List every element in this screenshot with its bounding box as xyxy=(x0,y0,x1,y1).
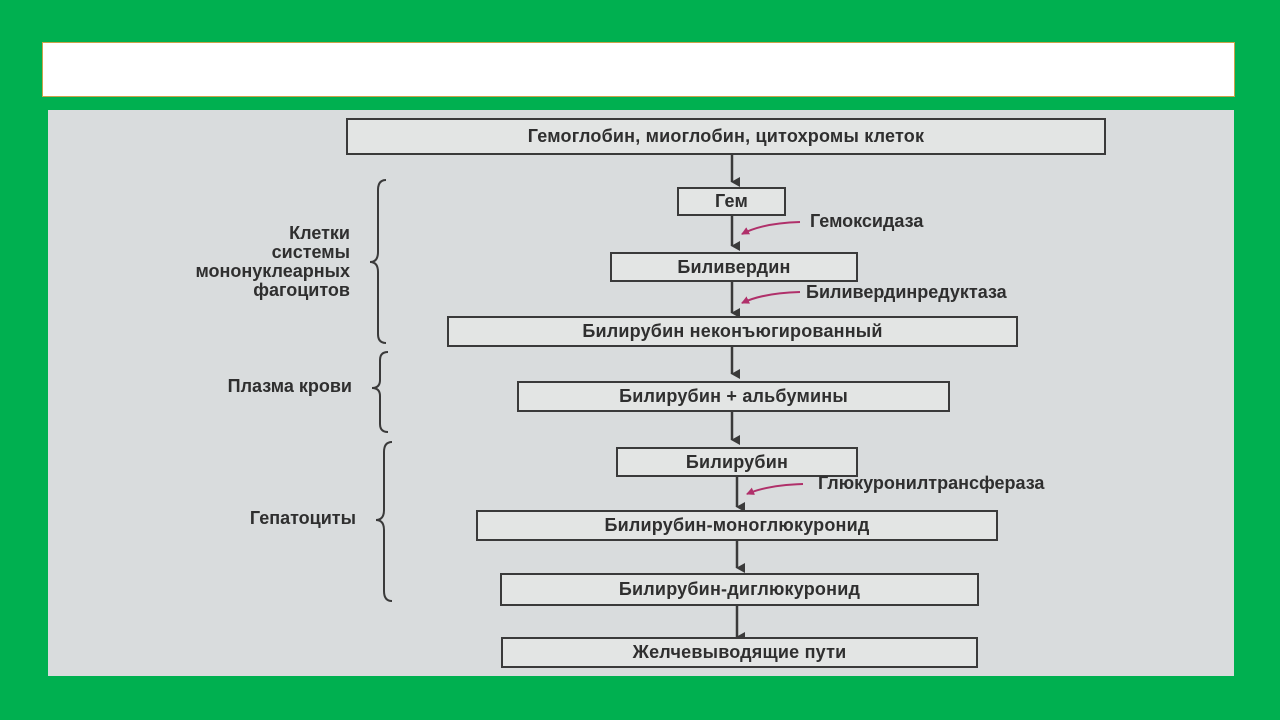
region-phagocytes-line-2: системы xyxy=(271,242,350,262)
diagram-connectors xyxy=(369,155,804,642)
region-phagocytes-line-1: Клетки xyxy=(289,223,350,243)
brace-plasma xyxy=(371,351,389,433)
region-hepatocytes-line-1: Гепатоциты xyxy=(249,508,356,528)
enzyme-hemoxidase: Гемоксидаза xyxy=(810,211,924,231)
slide-title-bar xyxy=(42,42,1235,97)
brace-phagocytes xyxy=(369,179,387,344)
region-plasma-line-1: Плазма крови xyxy=(227,376,352,396)
node-heme: Гем xyxy=(677,187,786,216)
node-bilirubin: Билирубин xyxy=(616,447,858,477)
brace-hepatocytes xyxy=(375,441,393,602)
node-bilirubin-albumin: Билирубин + альбумины xyxy=(517,381,950,412)
region-plasma: Плазма крови xyxy=(54,377,352,396)
enzyme-glucuronyltransferase: Глюкуронилтрансфераза xyxy=(818,473,1045,493)
node-unconjugated-bilirubin: Билирубин неконъюгированный xyxy=(447,316,1018,347)
region-phagocytes-line-4: фагоцитов xyxy=(253,280,350,300)
region-phagocytes-line-3: мононуклеарных xyxy=(195,261,350,281)
node-bile-ducts: Желчевыводящие пути xyxy=(501,637,978,668)
region-hepatocytes: Гепатоциты xyxy=(54,509,356,528)
node-biliverdin: Биливердин xyxy=(610,252,858,282)
node-bilirubin-monoglucuronide: Билирубин-моноглюкуронид xyxy=(476,510,998,541)
node-bilirubin-diglucuronide: Билирубин-диглюкуронид xyxy=(500,573,979,606)
enzyme-biliverdinreductase: Биливердинредуктаза xyxy=(806,282,1007,302)
enzyme-arrow-biliverdinreductase xyxy=(741,291,801,304)
node-hemoglobin: Гемоглобин, миоглобин, цитохромы клеток xyxy=(346,118,1106,155)
enzyme-arrow-hemoxidase xyxy=(741,221,801,235)
pathway-diagram: Гемоглобин, миоглобин, цитохромы клеток … xyxy=(48,110,1234,676)
region-phagocytes: Клетки системы мононуклеарных фагоцитов xyxy=(54,224,350,300)
enzyme-arrow-glucuronyltransferase xyxy=(746,483,804,495)
